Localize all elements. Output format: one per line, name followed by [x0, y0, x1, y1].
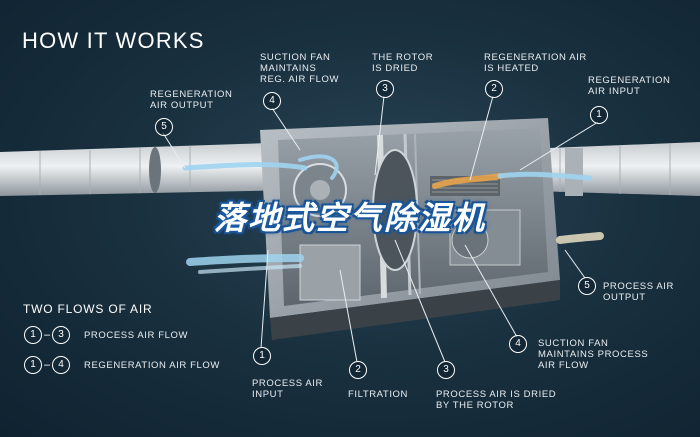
legend-title: TWO FLOWS OF AIR	[23, 302, 153, 316]
legend-to-num: 4	[52, 356, 70, 374]
legend-label: PROCESS AIR FLOW	[84, 329, 189, 341]
callout-num-bottom-1: 1	[253, 347, 271, 365]
callout-label-process-air-output: PROCESS AIR OUTPUT	[603, 281, 675, 303]
legend-label: REGENERATION AIR FLOW	[84, 359, 220, 371]
page-title: HOW IT WORKS	[22, 28, 205, 53]
legend-from-num: 1	[24, 356, 42, 374]
callout-num-bottom-3: 3	[437, 361, 455, 379]
callout-label-rotor-dried: THE ROTOR IS DRIED	[372, 52, 434, 74]
callout-label-process-air-dried: PROCESS AIR IS DRIED BY THE ROTOR	[436, 389, 557, 411]
callout-num-top-2: 2	[485, 80, 503, 98]
callout-label-regen-air-input: REGENERATION AIR INPUT	[588, 75, 671, 97]
callout-label-regeneration-air-output: REGENERATION AIR OUTPUT	[150, 89, 233, 111]
callout-num-bottom-4: 4	[509, 335, 527, 353]
callout-label-filtration: FILTRATION	[348, 389, 409, 400]
callout-label-suction-fan-reg: SUCTION FAN MAINTAINS REG. AIR FLOW	[260, 52, 340, 85]
callout-label-regen-air-heated: REGENERATION AIR IS HEATED	[484, 52, 587, 74]
airflow-arrows	[182, 154, 604, 274]
callout-num-bottom-5: 5	[578, 277, 596, 295]
legend-row-process: 1 – 3 PROCESS AIR FLOW	[24, 326, 188, 344]
product-banner: 落地式空气除湿机	[213, 199, 486, 237]
callout-num-top-4: 4	[263, 92, 281, 110]
legend-from-num: 1	[24, 326, 42, 344]
legend-row-regeneration: 1 – 4 REGENERATION AIR FLOW	[24, 356, 220, 374]
leader-lines	[162, 95, 599, 363]
callout-num-top-5: 5	[155, 118, 173, 136]
legend-dash: –	[43, 329, 51, 341]
callout-num-bottom-2: 2	[349, 361, 367, 379]
callout-label-process-air-input: PROCESS AIR INPUT	[252, 378, 324, 400]
legend-dash: –	[43, 359, 51, 371]
legend-to-num: 3	[52, 326, 70, 344]
callout-num-top-1: 1	[590, 106, 608, 124]
left-duct	[0, 142, 300, 196]
callout-label-suction-fan-process: SUCTION FAN MAINTAINS PROCESS AIR FLOW	[538, 338, 649, 371]
callout-num-top-3: 3	[376, 80, 394, 98]
